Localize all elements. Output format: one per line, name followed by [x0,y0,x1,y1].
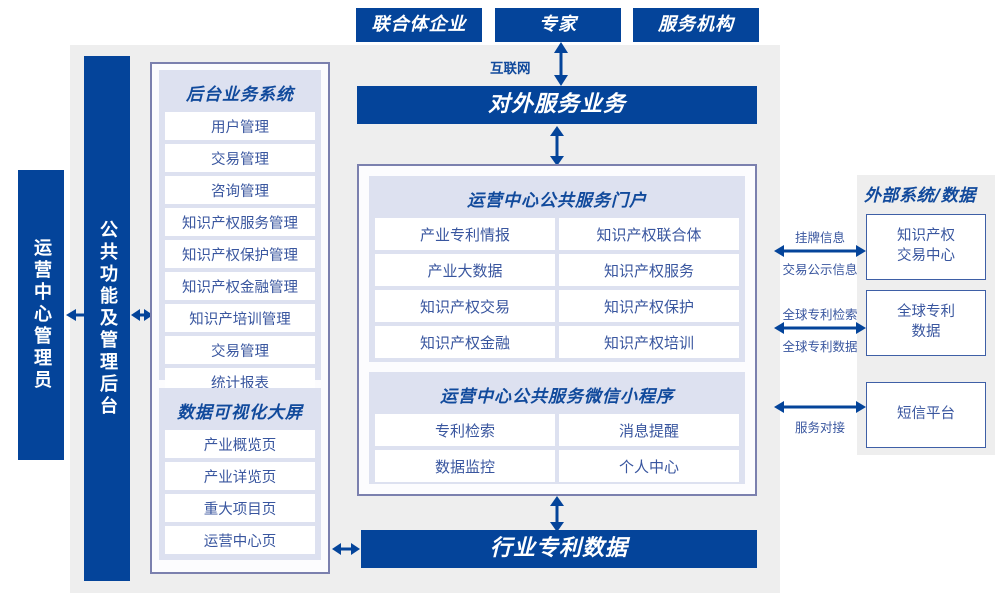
portal-item[interactable]: 知识产权培训 [559,326,739,358]
edge-label-service-docking: 服务对接 [794,420,845,435]
backend-item[interactable]: 知识产权保护管理 [165,240,315,268]
external-box-global-patent-data[interactable]: 全球专利数据 [866,290,986,356]
portal-item[interactable]: 知识产权金融 [375,326,555,358]
visual-item[interactable]: 运营中心页 [165,526,315,554]
actor-box-service-org[interactable]: 服务机构 [633,8,759,42]
arrow-service-to-portal [546,126,568,166]
backend-item[interactable]: 用户管理 [165,112,315,140]
arrow-to-sms-platform [774,398,866,416]
arrow-to-ip-trading-center [774,242,866,260]
external-box-sms-platform[interactable]: 短信平台 [866,382,986,448]
arrow-internet [550,42,572,86]
miniapp-item[interactable]: 数据监控 [375,450,555,482]
internet-label: 互联网 [490,61,531,77]
external-systems-title: 外部系统/数据 [864,186,976,206]
edge-label-global-patent-search: 全球专利检索 [782,307,858,322]
portal-item[interactable]: 知识产权服务 [559,254,739,286]
data-visualization-group: 数据可视化大屏 产业概览页 产业详览页 重大项目页 运营中心页 [159,388,321,560]
backend-item[interactable]: 交易管理 [165,144,315,172]
edge-label-trade-disclosure: 交易公示信息 [782,262,858,277]
miniapp-item[interactable]: 专利检索 [375,414,555,446]
role-bar-operation-admin[interactable]: 运营中心管理员 [18,170,64,460]
portal-item[interactable]: 知识产权保护 [559,290,739,322]
external-box-ip-trading-center[interactable]: 知识产权交易中心 [866,214,986,280]
arrow-modules-to-industry-data [332,540,360,558]
arrow-to-global-patent-data [774,319,866,337]
backend-business-title: 后台业务系统 [186,85,294,105]
wechat-miniprogram-items: 专利检索 消息提醒 数据监控 个人中心 [375,414,739,482]
public-service-portal-title: 运营中心公共服务门户 [467,191,647,211]
portal-item[interactable]: 产业专利情报 [375,218,555,250]
backend-item[interactable]: 知识产权服务管理 [165,208,315,236]
visual-item[interactable]: 产业详览页 [165,462,315,490]
data-visualization-title: 数据可视化大屏 [177,403,303,423]
backend-item[interactable]: 知识产培训管理 [165,304,315,332]
public-service-portal-group: 运营中心公共服务门户 产业专利情报 知识产权联合体 产业大数据 知识产权服务 知… [369,176,745,362]
backend-item[interactable]: 咨询管理 [165,176,315,204]
miniapp-item[interactable]: 个人中心 [559,450,739,482]
backend-item[interactable]: 交易管理 [165,336,315,364]
role-bar-common-backend[interactable]: 公共功能及管理后台 [84,56,130,581]
portal-item[interactable]: 知识产权交易 [375,290,555,322]
arrow-portal-to-industry-data [546,496,568,532]
backend-item[interactable]: 知识产权金融管理 [165,272,315,300]
backend-business-items: 用户管理 交易管理 咨询管理 知识产权服务管理 知识产权保护管理 知识产权金融管… [165,112,315,396]
actor-box-union-enterprise[interactable]: 联合体企业 [356,8,482,42]
visual-item[interactable]: 重大项目页 [165,494,315,522]
industry-patent-data-bar[interactable]: 行业专利数据 [361,530,757,568]
visual-item[interactable]: 产业概览页 [165,430,315,458]
public-service-portal-items: 产业专利情报 知识产权联合体 产业大数据 知识产权服务 知识产权交易 知识产权保… [375,218,739,358]
portal-item[interactable]: 知识产权联合体 [559,218,739,250]
arrow-backend-to-modules [131,306,153,324]
edge-label-global-patent-data: 全球专利数据 [782,339,858,354]
miniapp-item[interactable]: 消息提醒 [559,414,739,446]
wechat-miniprogram-title: 运营中心公共服务微信小程序 [440,387,674,407]
external-service-bar[interactable]: 对外服务业务 [357,86,757,124]
portal-item[interactable]: 产业大数据 [375,254,555,286]
actor-box-expert[interactable]: 专家 [495,8,621,42]
backend-business-group: 后台业务系统 用户管理 交易管理 咨询管理 知识产权服务管理 知识产权保护管理 … [159,70,321,396]
wechat-miniprogram-group: 运营中心公共服务微信小程序 专利检索 消息提醒 数据监控 个人中心 [369,372,745,484]
edge-label-listing-info: 挂牌信息 [794,230,845,245]
data-visualization-items: 产业概览页 产业详览页 重大项目页 运营中心页 [165,430,315,554]
